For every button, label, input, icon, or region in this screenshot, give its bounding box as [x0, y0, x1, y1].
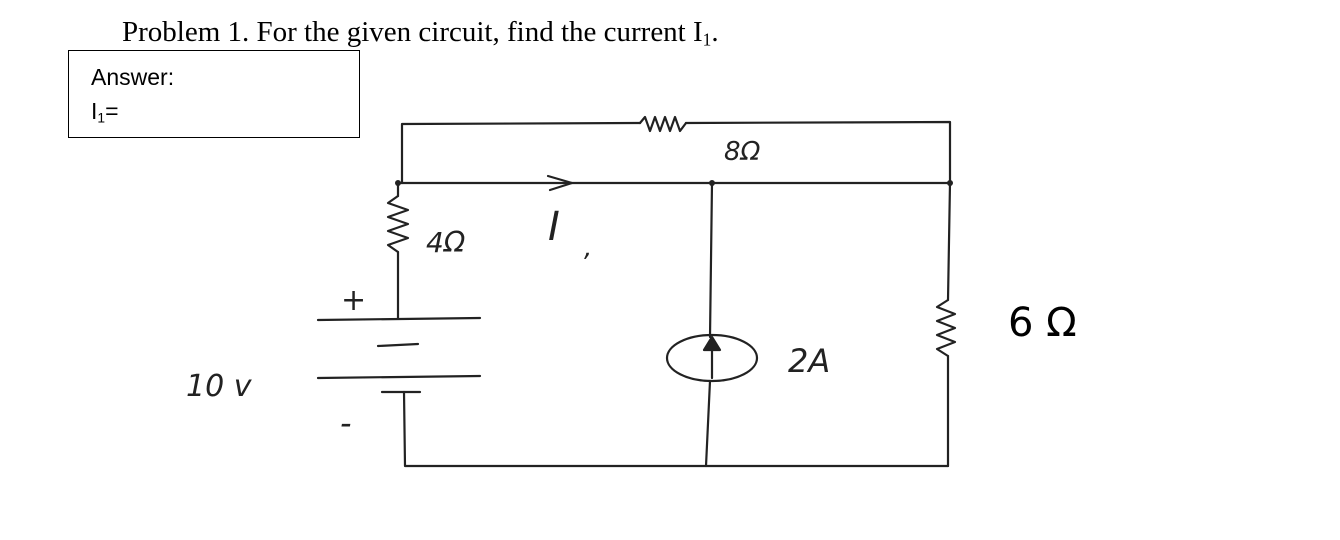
battery-plate-long-1: [316, 316, 482, 322]
wire-middle-lower: [704, 379, 712, 468]
answer-var: I: [91, 98, 98, 124]
wire-battery-to-bottom: [402, 390, 950, 468]
current-source-circle: [665, 333, 759, 383]
junction-left: [395, 180, 401, 186]
junction-right: [947, 180, 953, 186]
wire-middle-upper: [708, 181, 714, 339]
current-source-arrowhead: [702, 335, 722, 352]
junction-middle: [709, 180, 715, 186]
answer-equals: =: [105, 98, 119, 124]
label-current-i1-sub: ,: [584, 233, 592, 263]
label-current-i1: I: [548, 204, 560, 250]
label-6ohm: 6 Ω: [1008, 300, 1077, 346]
answer-var-subscript: 1: [97, 110, 106, 126]
answer-box: Answer: I1=: [68, 50, 360, 138]
label-battery-minus: -: [340, 404, 352, 442]
problem-title: Problem 1. For the given circuit, find t…: [122, 14, 719, 57]
wire-top-branch-left: [400, 121, 642, 185]
title-text: Problem 1. For the given circuit, find t…: [122, 16, 703, 48]
title-subscript: 1: [702, 29, 712, 50]
battery-plate-long-2: [316, 374, 482, 380]
battery-plate-short-1: [376, 342, 420, 348]
answer-field[interactable]: I1=: [91, 97, 119, 132]
current-arrow-i1: [546, 174, 574, 192]
answer-label: Answer:: [91, 64, 175, 90]
resistor-4ohm: [386, 194, 410, 254]
resistor-8ohm: [638, 115, 688, 133]
wire-top-branch-right: [684, 120, 952, 185]
resistor-6ohm: [935, 298, 957, 358]
label-4ohm: 4Ω: [426, 226, 466, 259]
wire-right-upper: [946, 181, 952, 302]
label-current-2a: 2A: [788, 342, 830, 380]
label-battery-plus: +: [341, 283, 366, 318]
title-period: .: [711, 16, 719, 48]
label-voltage-10v: 10 v: [186, 369, 253, 404]
label-8ohm: 8Ω: [724, 137, 761, 167]
